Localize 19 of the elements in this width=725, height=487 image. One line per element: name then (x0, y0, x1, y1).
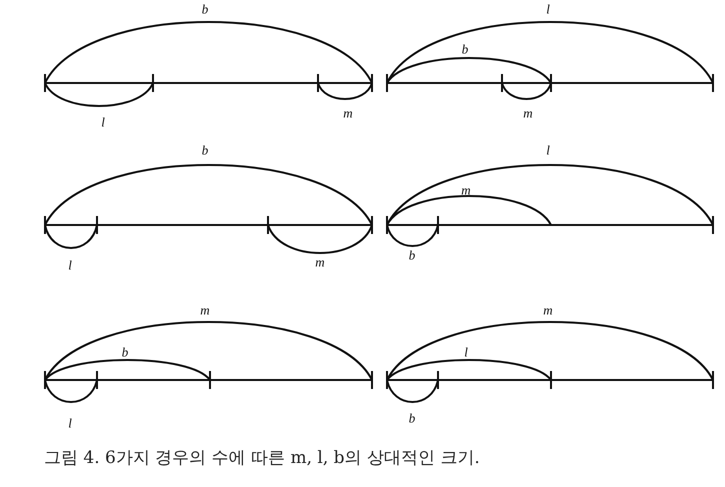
arc-label: b (202, 144, 208, 156)
arc-label: m (315, 256, 325, 268)
arc-label: b (408, 248, 416, 262)
arc-label: m (461, 184, 471, 196)
arc-label: m (543, 304, 553, 316)
arc-label: l (68, 258, 72, 272)
arc-label: b (122, 346, 128, 358)
arc-label: m (200, 304, 210, 316)
arc-label: m (523, 106, 533, 120)
figure-caption: 그림 4. 6가지 경우의 수에 따른 m, l, b의 상대적인 크기. (44, 447, 480, 469)
arc-label: l (101, 116, 105, 128)
arc-label: l (546, 144, 550, 156)
arc-label: b (462, 42, 468, 56)
arc-label: b (202, 2, 208, 16)
arc-label: b (408, 412, 416, 424)
arc-label: l (68, 416, 72, 430)
arc-label: m (343, 106, 353, 120)
arc-label: l (464, 346, 468, 358)
arc-label: l (546, 2, 550, 16)
